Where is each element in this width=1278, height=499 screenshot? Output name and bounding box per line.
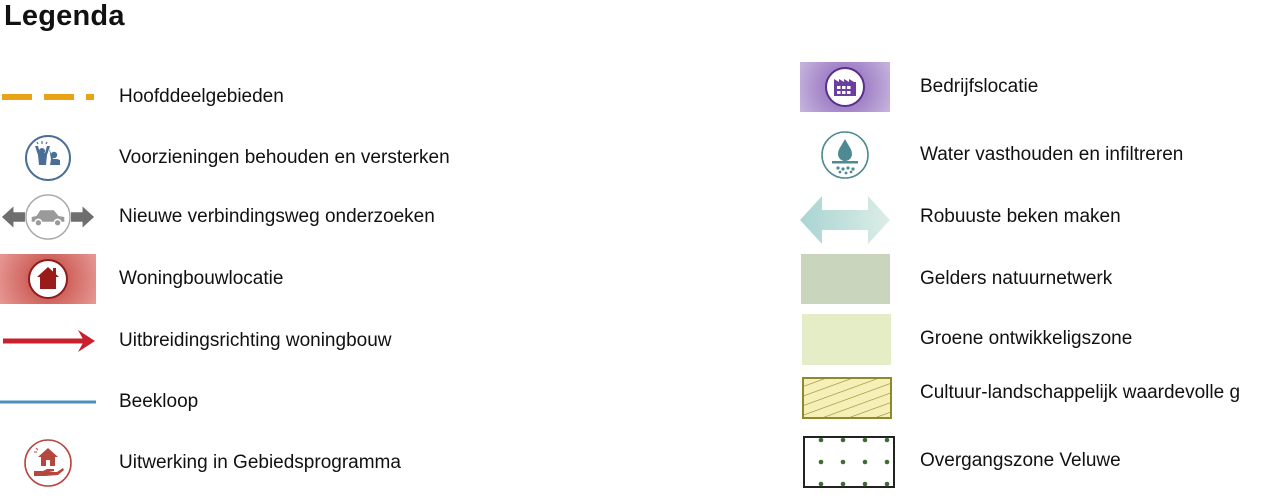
house-hand-icon xyxy=(0,438,96,488)
legend-label: Hoofddeelgebieden xyxy=(119,86,284,107)
green-zone-swatch xyxy=(802,314,891,365)
legend-label: Robuuste beken maken xyxy=(920,206,1121,227)
legend-label: Nieuwe verbindingsweg onderzoeken xyxy=(119,206,435,227)
legend-label: Woningbouwlocatie xyxy=(119,268,284,289)
dotted-swatch xyxy=(803,436,895,488)
legend-label: Cultuur-landschappelijk waardevolle g xyxy=(920,382,1241,403)
people-facilities-icon xyxy=(0,133,96,183)
legend-label: Groene ontwikkeligszone xyxy=(920,328,1133,349)
legend-label: Water vasthouden en infiltreren xyxy=(920,144,1184,165)
double-arrow-icon xyxy=(800,192,890,248)
legend-title: Legenda xyxy=(4,0,125,32)
car-arrows-icon xyxy=(0,192,96,242)
legend-label: Bedrijfslocatie xyxy=(920,76,1039,97)
legend-label: Overgangszone Veluwe xyxy=(920,450,1121,471)
legend-label: Uitwerking in Gebiedsprogramma xyxy=(119,452,401,473)
water-drop-icon xyxy=(800,130,890,180)
nature-network-swatch xyxy=(801,254,890,304)
legend-label: Beekloop xyxy=(119,391,199,412)
hatched-swatch xyxy=(802,377,892,419)
red-arrow-icon xyxy=(0,316,96,366)
house-location-icon xyxy=(0,254,96,304)
legend-label: Uitbreidingsrichting woningbouw xyxy=(119,330,392,351)
legend-label: Voorzieningen behouden en versterken xyxy=(119,147,450,168)
factory-icon xyxy=(800,62,890,112)
legend-label: Gelders natuurnetwerk xyxy=(920,268,1113,289)
stream-line-icon xyxy=(0,377,96,427)
dashed-boundary-icon xyxy=(0,72,96,122)
